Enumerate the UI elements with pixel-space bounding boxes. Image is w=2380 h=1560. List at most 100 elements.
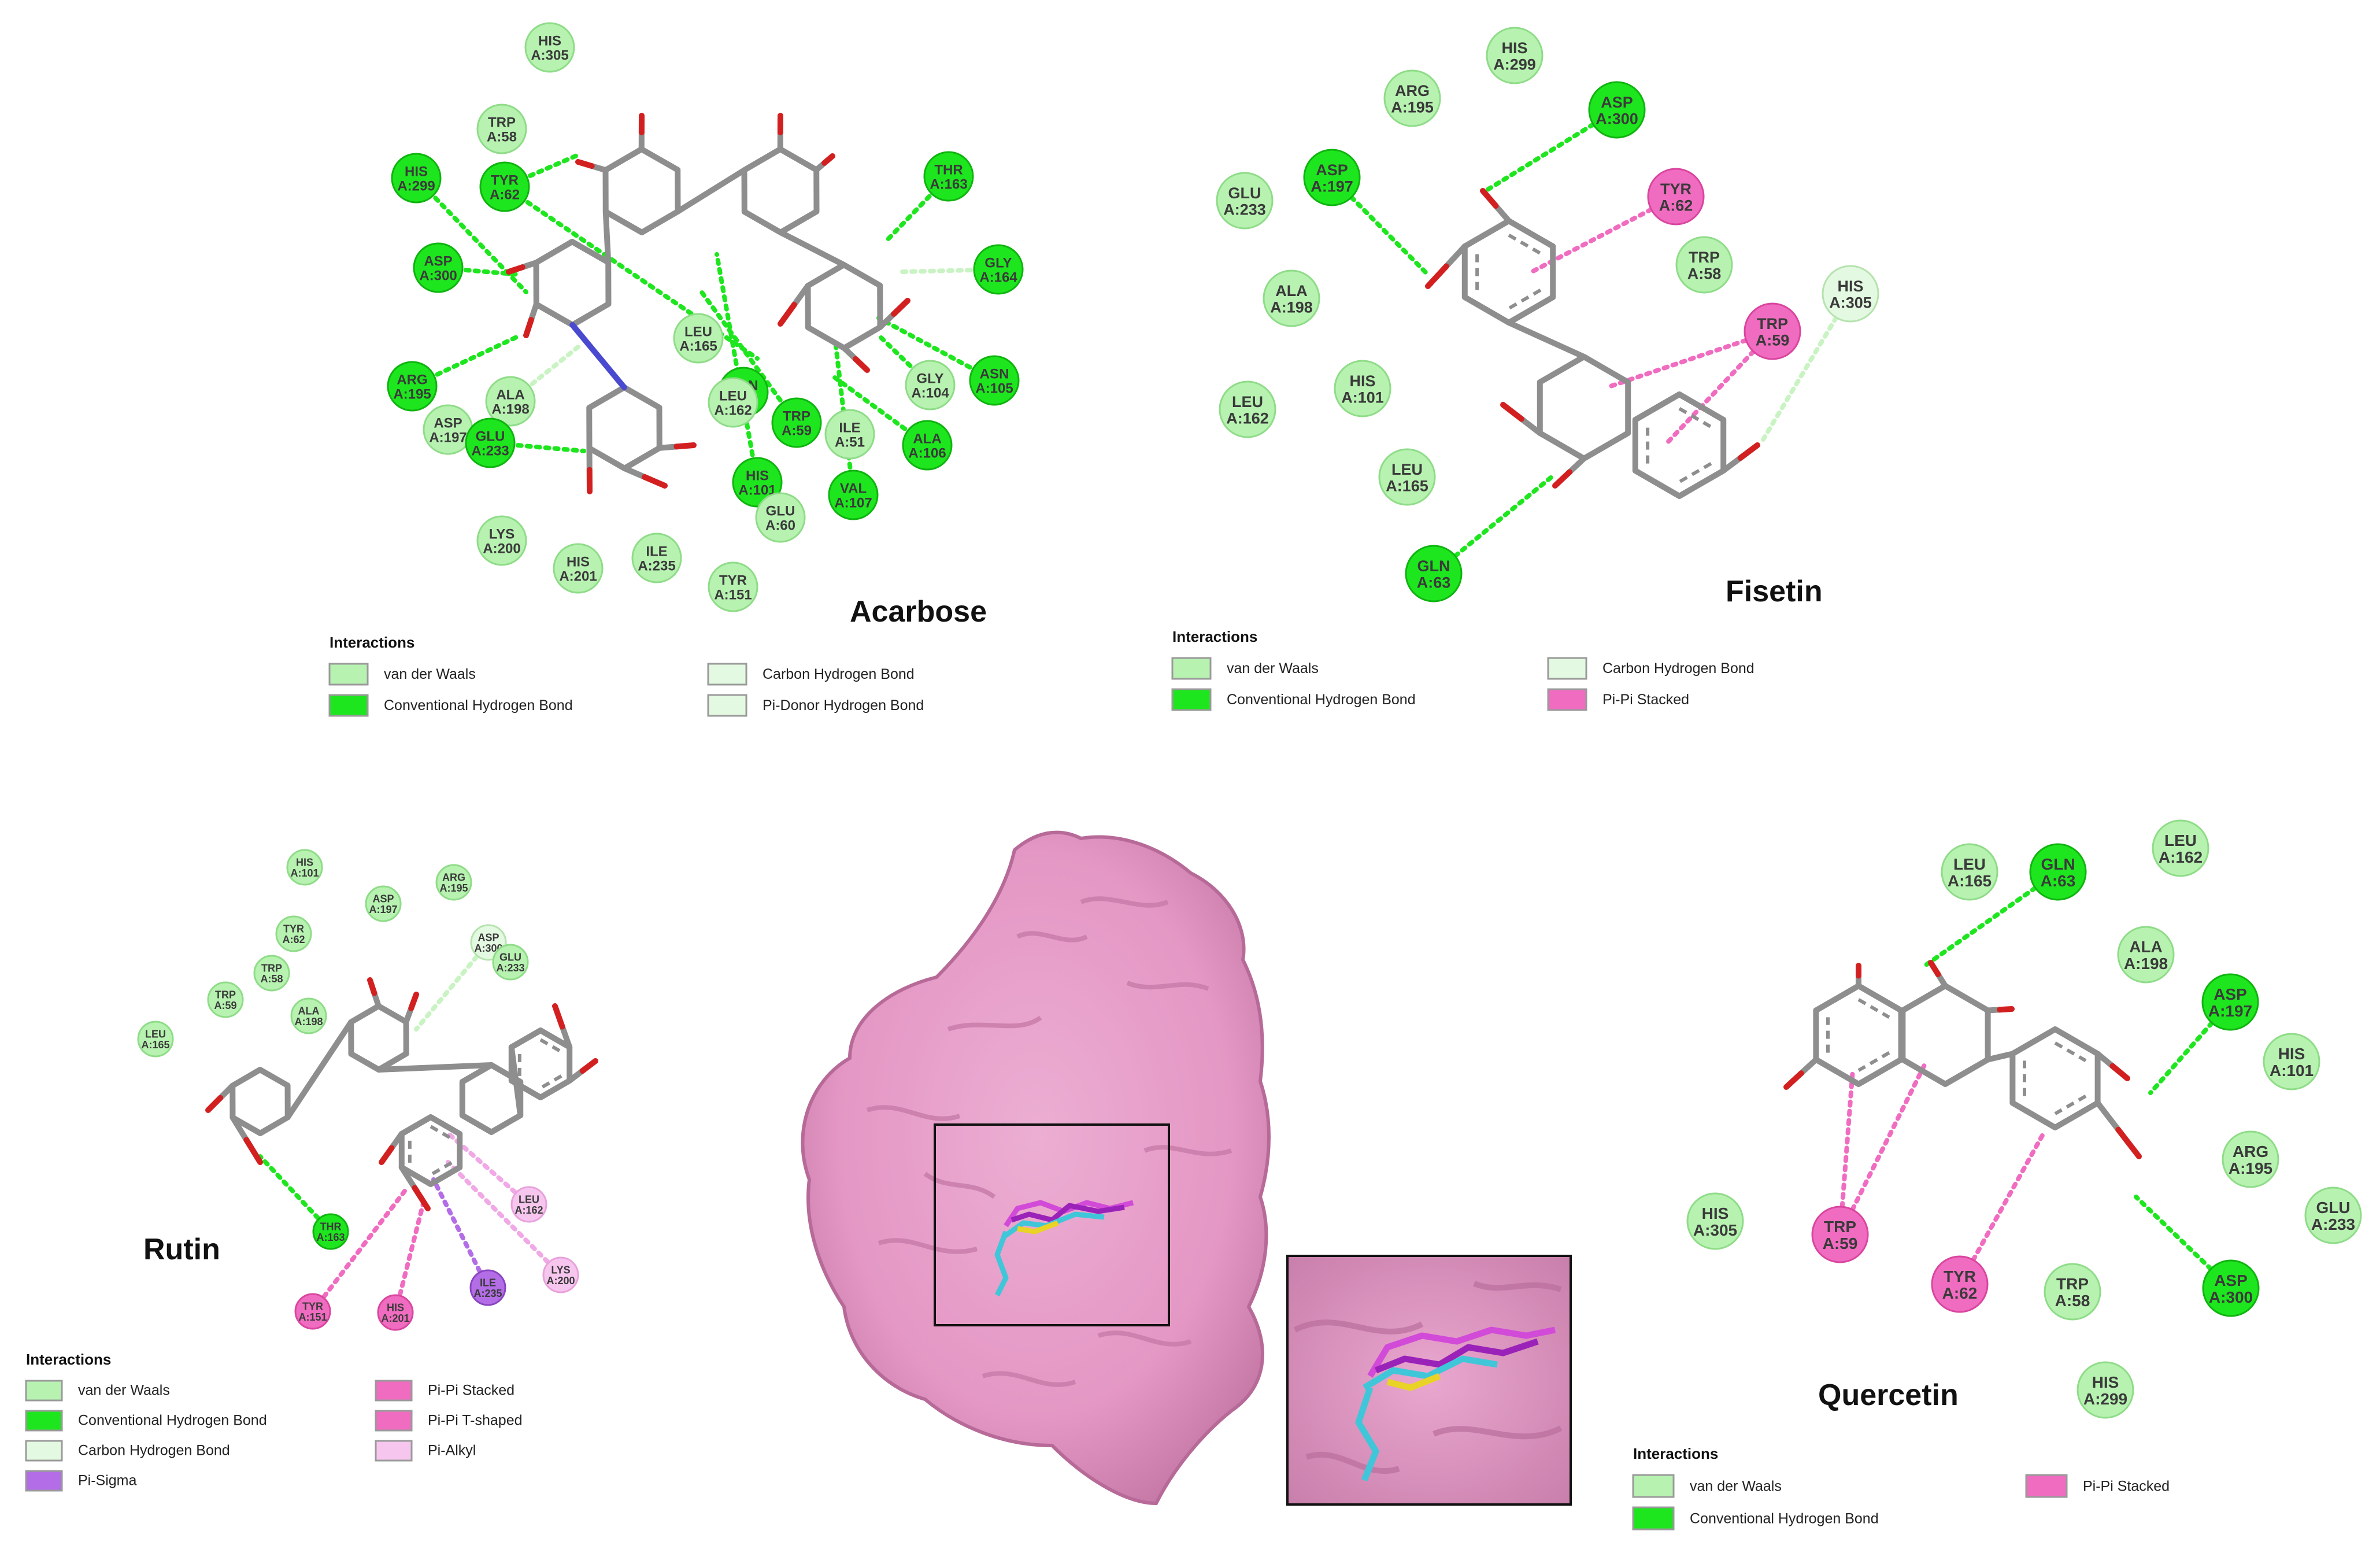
- residue-chain: A:62: [1659, 197, 1693, 214]
- legend-swatch: [2025, 1474, 2068, 1498]
- residue-name: TRP: [1824, 1218, 1856, 1236]
- legend-label: Carbon Hydrogen Bond: [78, 1442, 230, 1458]
- residue-disc: [708, 561, 758, 612]
- bond: [575, 159, 595, 169]
- bond: [230, 1114, 250, 1143]
- legend-swatch: [375, 1440, 413, 1462]
- legend-item-hbond: Conventional Hydrogen Bond: [328, 694, 573, 717]
- ring-bond: [1537, 354, 1631, 461]
- legend-swatch: [375, 1380, 413, 1402]
- residue-name: ILE: [839, 420, 860, 435]
- residue-chain: A:198: [2124, 955, 2168, 973]
- binding-site-inset: [1286, 1255, 1572, 1506]
- residue-chain: A:101: [2270, 1062, 2314, 1080]
- legend-swatch: [1632, 1474, 1675, 1498]
- bond: [1500, 402, 1524, 422]
- legend-item-hbond: Conventional Hydrogen Bond: [1171, 688, 1416, 711]
- legend-item-chbond: Carbon Hydrogen Bond: [25, 1440, 230, 1462]
- bond: [552, 1003, 565, 1030]
- residue-chain: A:62: [282, 934, 305, 945]
- residue-name: TRP: [2056, 1275, 2089, 1293]
- bond: [1480, 188, 1499, 209]
- residue-disc: [2222, 1130, 2279, 1188]
- aromatic-bond: [1678, 407, 1712, 428]
- bond: [1928, 960, 1941, 977]
- residue-chain: A:305: [1829, 294, 1872, 311]
- legend-label: Pi-Pi Stacked: [428, 1382, 515, 1398]
- residue-name: THR: [320, 1221, 342, 1232]
- residue-name: THR: [934, 162, 963, 178]
- residue-disc: [2152, 819, 2209, 877]
- bond: [1552, 469, 1572, 489]
- residue-name: LEU: [719, 388, 747, 404]
- residue-chain: A:163: [930, 177, 967, 193]
- residue-chain: A:305: [531, 48, 568, 64]
- ligand-structure-rutin: [205, 977, 598, 1211]
- residue-disc: [435, 864, 472, 901]
- bond: [2094, 1100, 2122, 1133]
- residue-chain: A:300: [1596, 110, 1638, 127]
- residue-chain: A:163: [316, 1232, 345, 1243]
- residue-chain: A:60: [765, 518, 795, 534]
- residue-name: LEU: [684, 324, 712, 339]
- residue-name: HIS: [1501, 39, 1527, 57]
- bond: [675, 167, 747, 215]
- residue-chain: A:164: [979, 270, 1017, 286]
- residue-disc: [207, 981, 244, 1018]
- legend-swatch: [1547, 657, 1587, 680]
- residue-chain: A:233: [471, 443, 509, 459]
- residue-chain: A:233: [496, 962, 524, 974]
- interaction-line: [431, 1177, 490, 1290]
- residue-name: HIS: [746, 468, 769, 483]
- residue-disc: [2263, 1033, 2320, 1090]
- residue-chain: A:63: [1417, 574, 1451, 591]
- residue-disc: [1822, 265, 1879, 323]
- residue-disc: [469, 1269, 506, 1306]
- bond: [821, 153, 835, 166]
- residue-name: GLU: [1228, 184, 1261, 202]
- residue-disc: [732, 457, 783, 508]
- residue-chain: A:195: [1391, 98, 1434, 116]
- ring-bond: [586, 385, 662, 471]
- bond: [2094, 1051, 2116, 1069]
- residue-chain: A:233: [2311, 1215, 2355, 1233]
- residue-disc: [1219, 380, 1276, 438]
- residue-chain: A:165: [679, 339, 717, 354]
- bond: [376, 1062, 494, 1073]
- ligand-title: Acarbose: [850, 595, 987, 629]
- residue-disc: [253, 955, 290, 992]
- residue-chain: A:300: [2209, 1288, 2253, 1306]
- residue-name: HIS: [1349, 372, 1375, 390]
- bond: [284, 1019, 354, 1121]
- legend-swatch: [1632, 1506, 1675, 1531]
- residue-name: LEU: [1953, 855, 1986, 873]
- legend-swatch: [25, 1470, 63, 1492]
- bond: [673, 442, 697, 450]
- aromatic-bond: [1857, 1051, 1890, 1072]
- interaction-line: [446, 1160, 563, 1277]
- residue-chain: A:197: [2208, 1002, 2252, 1020]
- legend-item-chbond: Pi-Donor Hydrogen Bond: [707, 694, 924, 717]
- residue-name: GLU: [476, 428, 505, 444]
- residue-disc: [2117, 926, 2175, 984]
- residue-disc: [286, 849, 323, 886]
- residue-disc: [1675, 236, 1733, 294]
